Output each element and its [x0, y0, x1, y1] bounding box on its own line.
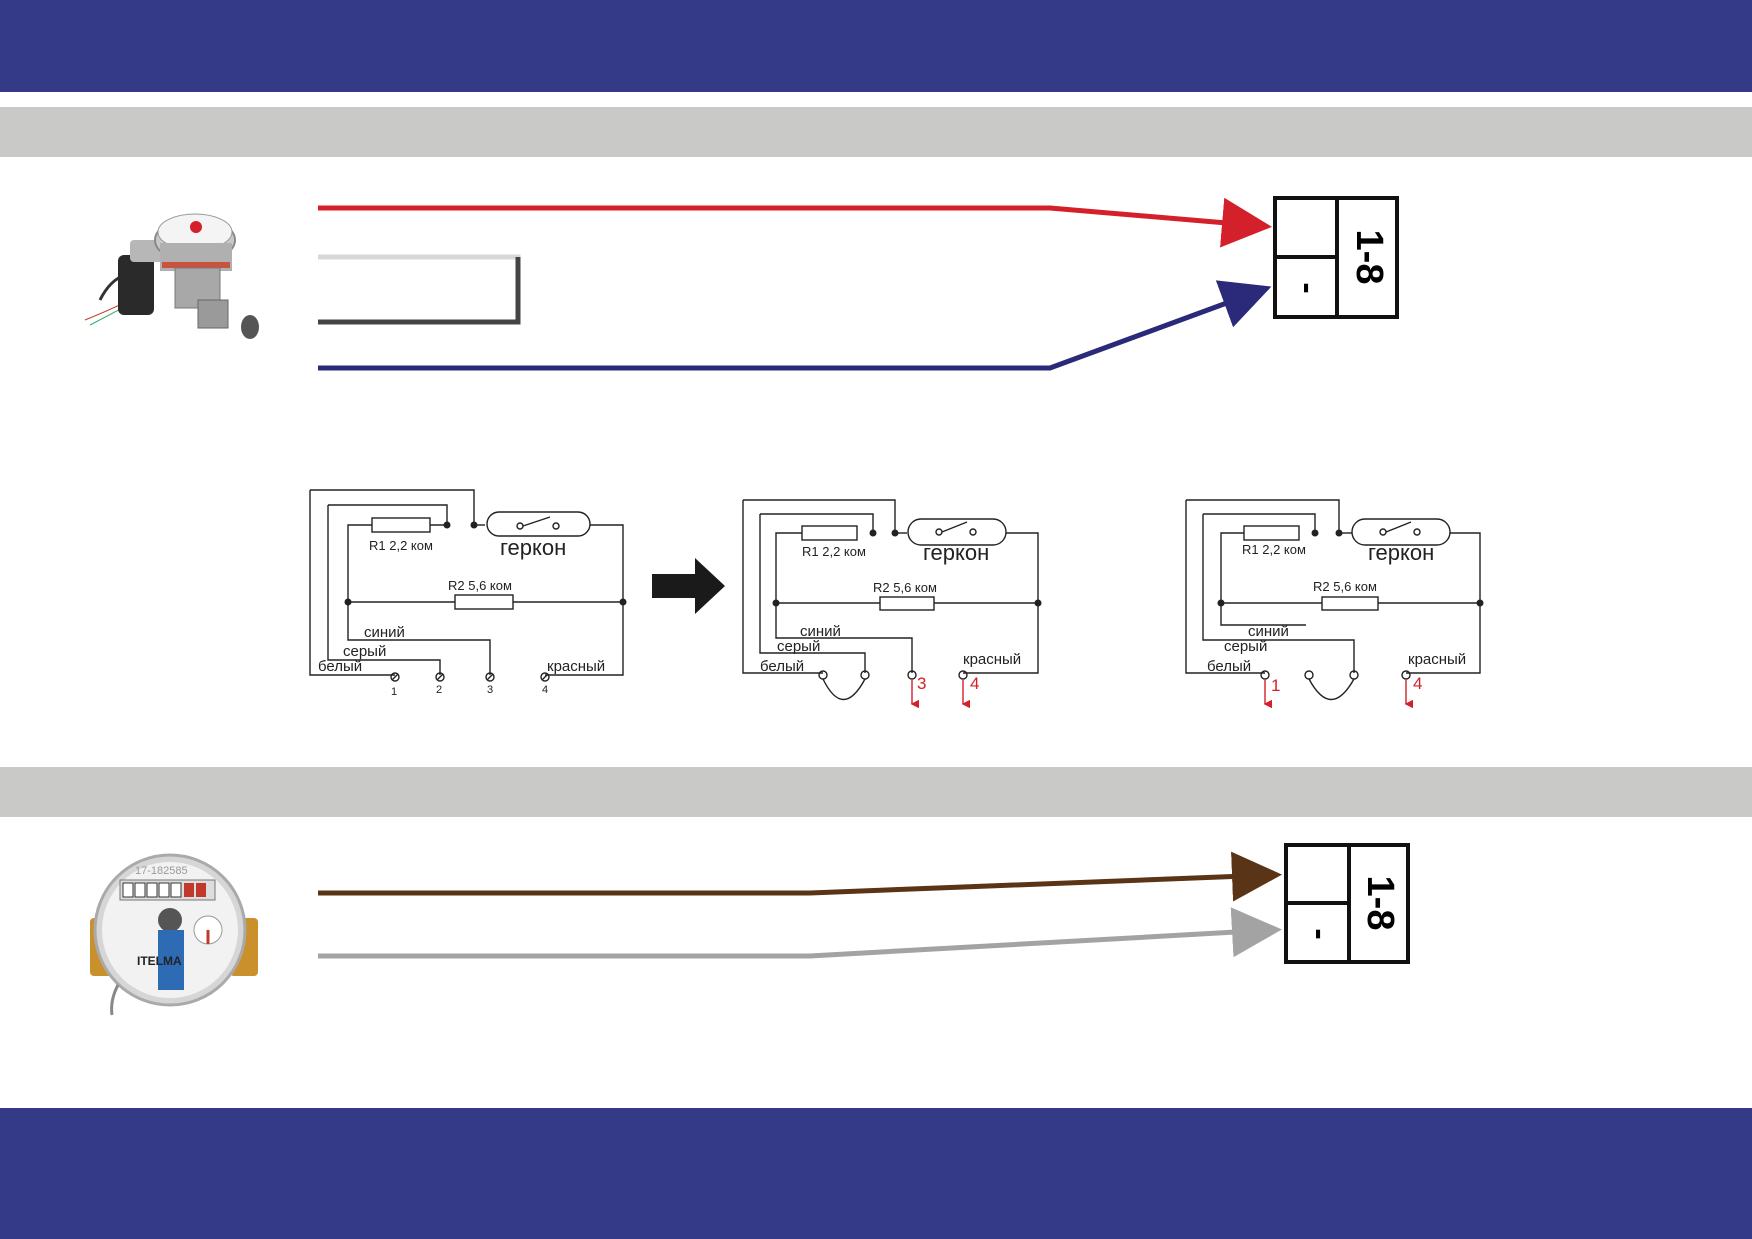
brown-wire [318, 851, 1282, 902]
wire-label-blue: синий [1248, 623, 1289, 640]
terminal-minus-label: - [1301, 928, 1339, 939]
right-arrow-icon [652, 558, 725, 614]
section-header-band-2 [0, 767, 1752, 817]
r1-label: R1 2,2 ком [802, 544, 866, 559]
wire-label-blue: синий [800, 623, 841, 640]
terminal-minus-label: - [1289, 282, 1327, 293]
white-wire-loop [318, 254, 521, 325]
terminal-block-2: 1-8 - [1284, 843, 1410, 964]
wire-label-grey: серый [1224, 638, 1267, 655]
r1-label: R1 2,2 ком [1242, 542, 1306, 557]
r1-label: R1 2,2 ком [369, 538, 433, 553]
wire-label-grey: серый [777, 638, 820, 655]
reed-switch-label: геркон [923, 540, 989, 565]
grey-wire [318, 907, 1282, 959]
bottom-band [0, 1108, 1752, 1239]
output-number: 4 [970, 674, 979, 693]
terminal-number: 1 [391, 686, 397, 698]
terminal-number: 3 [487, 684, 493, 696]
wire-label-white: белый [318, 658, 362, 675]
output-number: 1 [1271, 676, 1280, 695]
reed-switch-label: геркон [1368, 540, 1434, 565]
terminal-number: 4 [542, 684, 548, 696]
grey-wire-loop [318, 257, 521, 325]
top-band [0, 0, 1752, 92]
meter-brand: ITELMA [137, 954, 182, 968]
terminal-number: 2 [436, 684, 442, 696]
wire-label-white: белый [760, 658, 804, 675]
terminal-range-label: 1-8 [1359, 876, 1401, 931]
meter-serial: 17-182585 [135, 865, 188, 877]
itelma-water-meter-icon: ITELMA 17-182585 [90, 853, 258, 1016]
r2-label: R2 5,6 ком [1313, 579, 1377, 594]
wire-label-red: красный [547, 658, 605, 675]
water-meter-with-reed-switch-icon [84, 213, 259, 339]
wire-label-red: красный [963, 651, 1021, 668]
reed-switch-label: геркон [500, 535, 566, 560]
blue-wire [318, 280, 1272, 371]
wire-label-red: красный [1408, 651, 1466, 668]
output-number: 4 [1413, 674, 1422, 693]
schematic-variant-2 [1185, 499, 1481, 700]
r2-label: R2 5,6 ком [448, 578, 512, 593]
section-header-band-1 [0, 107, 1752, 157]
wire-label-grey: серый [343, 643, 386, 660]
red-wire [318, 197, 1272, 248]
wire-label-blue: синий [364, 624, 405, 641]
schematic-original [309, 489, 624, 682]
wire-label-white: белый [1207, 658, 1251, 675]
terminal-block-1: 1-8 - [1273, 196, 1399, 319]
terminal-range-label: 1-8 [1348, 230, 1390, 285]
output-number: 3 [917, 674, 926, 693]
r2-label: R2 5,6 ком [873, 580, 937, 595]
